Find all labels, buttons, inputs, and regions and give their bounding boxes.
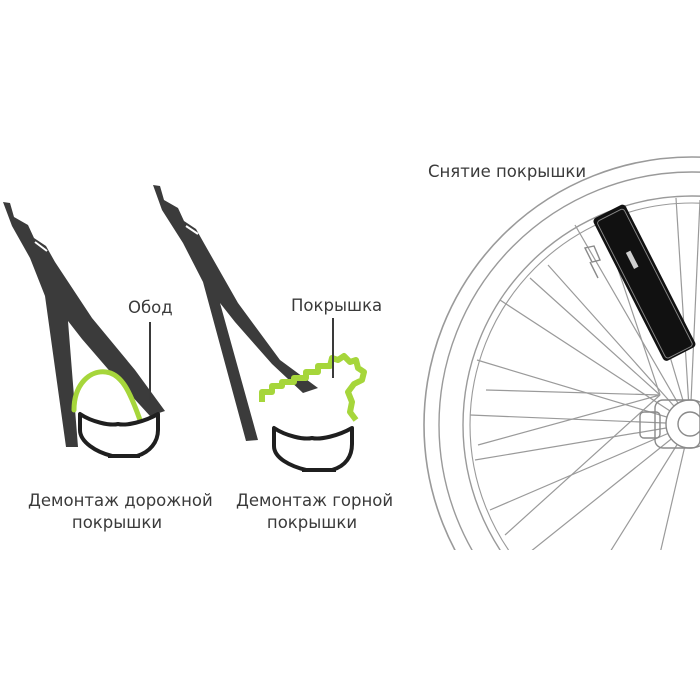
- road-caption-line2: покрышки: [71, 513, 163, 532]
- wheel-tire-lever: [593, 204, 696, 361]
- mtb-caption-line1: Демонтаж горной: [236, 491, 394, 510]
- mtb-tire-lever-icon: [153, 185, 318, 441]
- road-caption: Демонтаж дорожной покрышки: [28, 490, 213, 534]
- bicycle-wheel-icon: [423, 156, 700, 550]
- mtb-tire-knobby: [259, 353, 367, 422]
- road-tire-lever-icon: [3, 202, 165, 447]
- mtb-tire-lever-illustration: [153, 185, 367, 472]
- rim-label: Обод: [128, 298, 173, 317]
- mtb-caption-line2: покрышки: [266, 513, 358, 532]
- mtb-rim-profile: [272, 426, 354, 472]
- remove-tire-label: Снятие покрышки: [428, 162, 587, 181]
- road-caption-line1: Демонтаж дорожной: [28, 491, 213, 510]
- road-rim-profile: [78, 412, 160, 458]
- tire-label: Покрышка: [291, 296, 383, 315]
- road-tire-bead: [71, 369, 143, 423]
- road-tire-lever-illustration: [3, 202, 165, 458]
- mtb-caption: Демонтаж горной покрышки: [236, 490, 394, 534]
